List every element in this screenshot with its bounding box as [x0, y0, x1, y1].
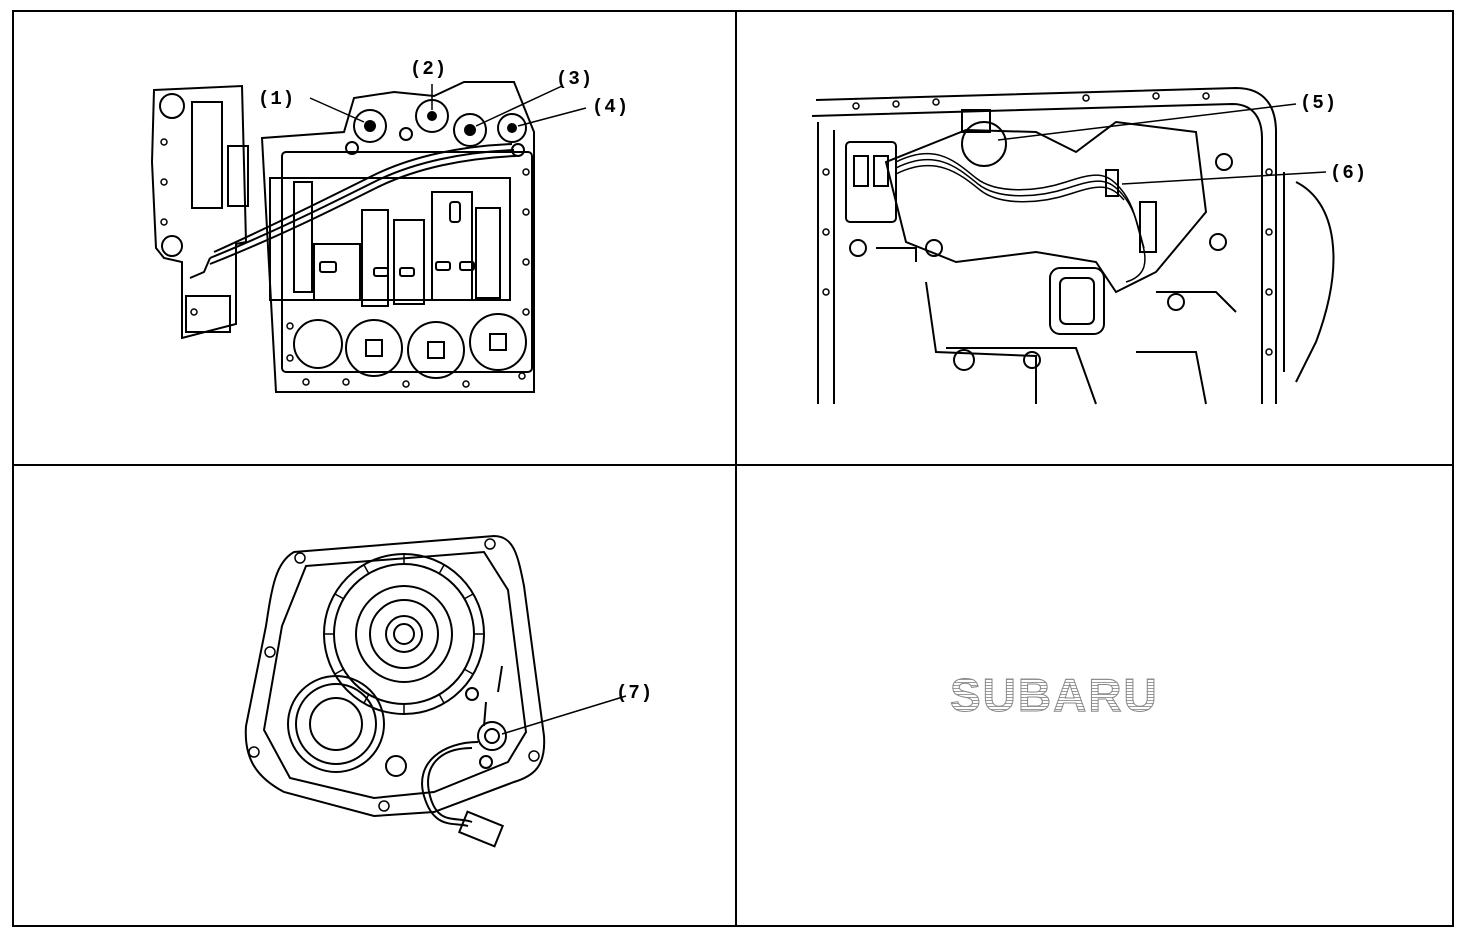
callout-2: (2)	[410, 58, 447, 80]
callout-3: (3)	[556, 68, 593, 90]
horizontal-divider	[14, 464, 1452, 466]
transmission-case-drawing: (5) (6)	[811, 86, 1367, 405]
control-valve-drawing: (1) (2) (3) (4)	[150, 58, 629, 393]
subaru-logo: SUBARU	[950, 668, 1230, 722]
figure-frame	[12, 10, 1454, 927]
callout-6: (6)	[1330, 162, 1367, 184]
panel-extension-case: (7)	[14, 466, 732, 926]
callout-4: (4)	[592, 96, 629, 118]
extension-case-drawing: (7)	[244, 534, 653, 848]
callout-7: (7)	[616, 682, 653, 704]
vertical-divider	[735, 12, 737, 925]
panel-control-valve: (1) (2) (3) (4)	[14, 12, 732, 462]
callout-5: (5)	[1300, 92, 1337, 114]
panel-transmission-case: (5) (6)	[736, 12, 1452, 462]
callout-1: (1)	[258, 88, 295, 110]
